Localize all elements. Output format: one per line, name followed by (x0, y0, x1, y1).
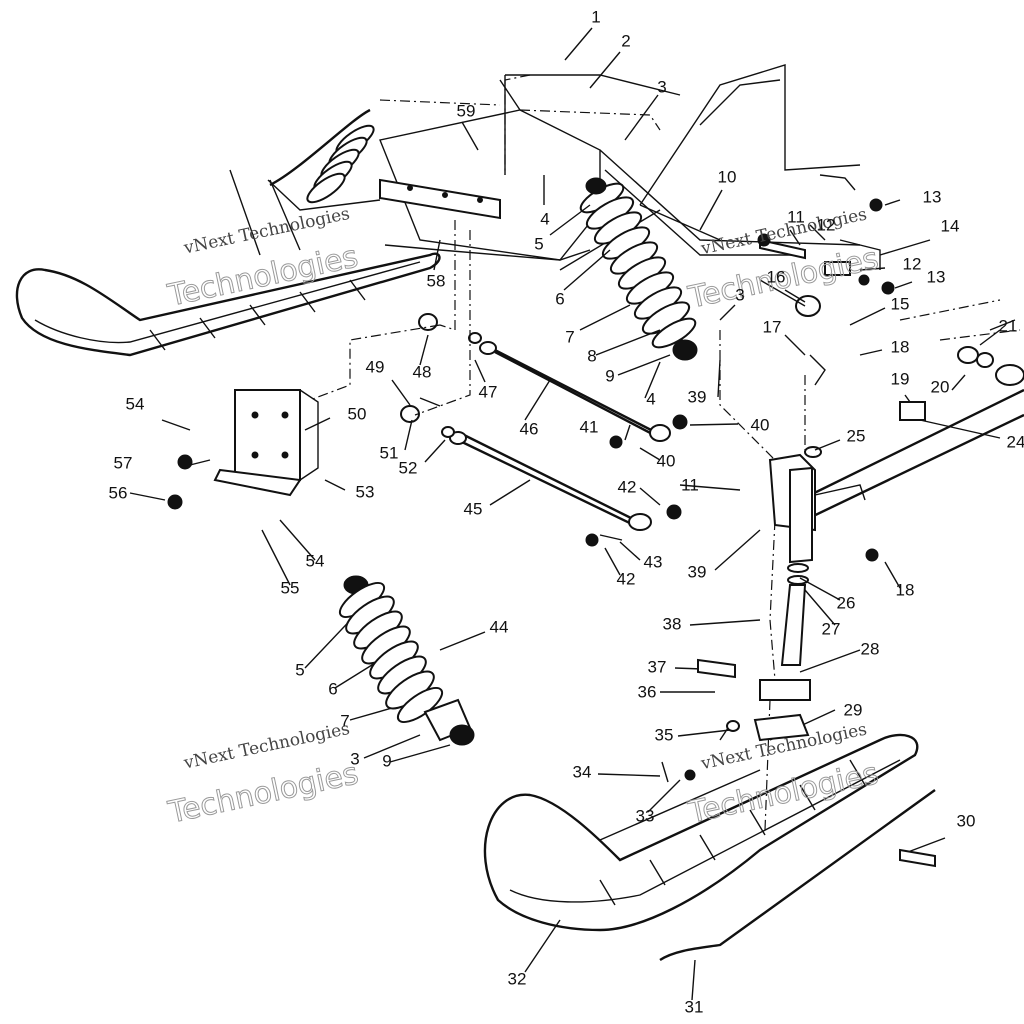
callout-labels: 1 2 3 59 4 5 6 58 10 11 12 13 14 12 13 1… (109, 7, 1024, 1016)
callout-label: 32 (508, 969, 527, 988)
mount-bracket-50 (167, 313, 482, 510)
callout-label: 54 (306, 551, 325, 570)
lower-ski (483, 658, 936, 962)
callout-label: 9 (382, 751, 391, 770)
callout-label: 40 (657, 451, 676, 470)
callout-label: 42 (617, 569, 636, 588)
callout-label: 16 (767, 267, 786, 286)
callout-label: 6 (328, 679, 337, 698)
callout-label: 31 (685, 997, 704, 1016)
callout-label: 58 (427, 271, 446, 290)
upper-left-ski (15, 169, 441, 357)
callout-label: 8 (587, 346, 596, 365)
callout-label: 5 (534, 234, 543, 253)
callout-label: 30 (957, 811, 976, 830)
callout-label: 4 (646, 389, 655, 408)
callout-label: 7 (565, 327, 574, 346)
callout-label: 5 (295, 660, 304, 679)
callout-label: 28 (861, 639, 880, 658)
callout-label: 54 (126, 394, 145, 413)
callout-label: 34 (573, 762, 592, 781)
callout-label: 43 (644, 552, 663, 571)
callout-label: 33 (636, 806, 655, 825)
callout-label: 2 (621, 31, 630, 50)
callout-label: 39 (688, 562, 707, 581)
callout-label: 14 (941, 216, 960, 235)
callout-label: 18 (896, 580, 915, 599)
callout-label: 40 (751, 415, 770, 434)
callout-label: 21 (999, 316, 1018, 335)
watermark-group-3: vNext Technologies Technologies (164, 719, 362, 831)
callout-label: 10 (718, 167, 737, 186)
callout-label: 3 (657, 77, 666, 96)
callout-label: 36 (638, 682, 657, 701)
radius-rods (449, 341, 688, 547)
callout-label: 39 (688, 387, 707, 406)
callout-label: 6 (555, 289, 564, 308)
callout-label: 13 (927, 267, 946, 286)
callout-label: 46 (520, 419, 539, 438)
callout-label: 53 (356, 482, 375, 501)
callout-label: 11 (787, 207, 805, 226)
right-frame-rail (799, 319, 1024, 562)
callout-label: 26 (837, 593, 856, 612)
callout-label: 18 (891, 337, 910, 356)
callout-label: 55 (281, 578, 300, 597)
callout-label: 48 (413, 362, 432, 381)
callout-label: 7 (340, 711, 349, 730)
callout-label: 44 (490, 617, 509, 636)
callout-label: 20 (931, 377, 950, 396)
callout-label: 4 (540, 209, 549, 228)
callout-label: 12 (817, 215, 836, 234)
callout-label: 52 (399, 458, 418, 477)
callout-label: 45 (464, 499, 483, 518)
callout-label: 51 (380, 443, 399, 462)
callout-label: 1 (591, 7, 600, 26)
spindle-assembly (759, 354, 826, 701)
callout-label: 19 (891, 369, 910, 388)
callout-label: 13 (923, 187, 942, 206)
upper-arm-10 (599, 149, 861, 256)
callout-label: 50 (348, 404, 367, 423)
callout-label: 57 (114, 453, 133, 472)
callout-label: 27 (822, 619, 841, 638)
callout-label: 29 (844, 700, 863, 719)
callout-label: 47 (479, 382, 498, 401)
center-shock (579, 177, 698, 361)
callout-label: 42 (618, 477, 637, 496)
watermark-group-2: vNext Technologies Technologies (684, 204, 882, 316)
leader-lines (129, 27, 1001, 1001)
callout-label: 15 (891, 294, 910, 313)
callout-label: 38 (663, 614, 682, 633)
bracket-plate-58 (379, 178, 501, 220)
callout-label: 12 (903, 254, 922, 273)
lower-shock-44 (338, 575, 475, 746)
callout-label: 35 (655, 725, 674, 744)
callout-label: 9 (605, 366, 614, 385)
callout-label: 11 (681, 475, 699, 494)
callout-label: 3 (735, 285, 744, 304)
callout-label: 3 (350, 749, 359, 768)
callout-label: 17 (763, 317, 782, 336)
callout-label: 49 (366, 357, 385, 376)
callout-label: 37 (648, 657, 667, 676)
callout-label: 56 (109, 483, 128, 502)
callout-label: 24 (1007, 432, 1024, 451)
upper-left-shock (267, 108, 381, 211)
callout-label: 59 (457, 101, 476, 120)
callout-label: 25 (847, 426, 866, 445)
callout-label: 41 (580, 417, 599, 436)
